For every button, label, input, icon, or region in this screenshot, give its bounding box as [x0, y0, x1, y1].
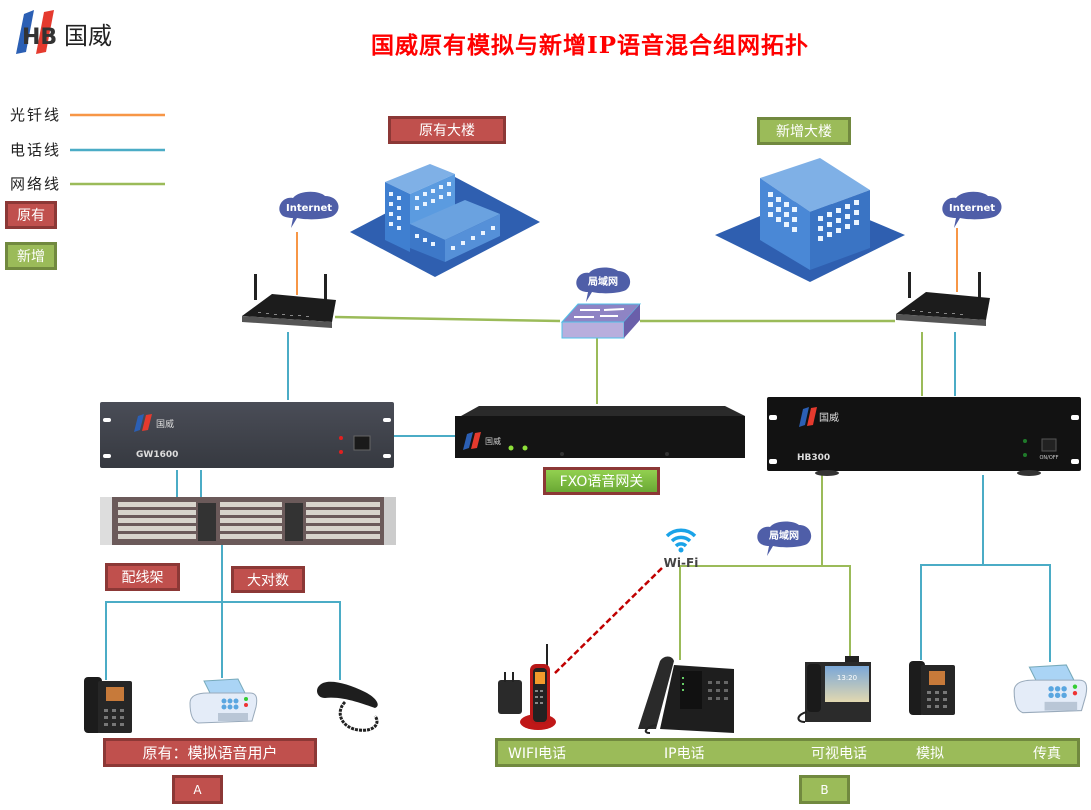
corded-handset-icon: [317, 681, 379, 732]
network-line-hb300-ip-phone: [679, 475, 823, 660]
legend-fiber-label: 光钎线: [10, 106, 62, 124]
wifi-icon: [665, 528, 697, 553]
lan-cloud-switch: 局域网: [576, 267, 631, 302]
internet-cloud-left: Internet: [279, 191, 339, 228]
patch-panel-icon: [100, 497, 396, 545]
gw1600-model-label: GW1600: [136, 450, 178, 460]
fxo-brand: 国威: [485, 436, 501, 446]
hb300-switch-label: ON/OFF: [1039, 455, 1058, 461]
fax-a-icon: [189, 678, 258, 724]
new-building-icon: [715, 158, 905, 282]
internet-cloud-right-label: Internet: [949, 203, 995, 214]
group-a-label: 原有：模拟语音用户: [103, 738, 317, 767]
lan-switch-icon: [560, 303, 642, 339]
hb-logo-icon: HB: [16, 10, 57, 54]
group-b-item-video-phone: 可视电话: [811, 745, 867, 762]
new-building-label: 新增大楼: [757, 117, 851, 145]
brand-logo: HB 国威: [14, 8, 124, 56]
lan-cloud-right-label: 局域网: [768, 529, 799, 542]
group-b-label-bar: WIFI电话 IP电话 可视电话 模拟 传真: [495, 738, 1080, 767]
phone-line-panel-handset-a: [222, 601, 341, 680]
page-title: 国威原有模拟与新增IP语音混合组网拓扑: [370, 32, 810, 59]
hb300-device: 国威 HB300 ON/OFF: [767, 397, 1081, 476]
group-b-item-analog: 模拟: [916, 745, 944, 762]
fxo-gateway-label: FXO语音网关: [543, 467, 660, 495]
patch-panel-label: 配线架: [105, 563, 180, 591]
legend-existing-tag: 原有: [5, 201, 57, 229]
video-phone-clock: 13:20: [837, 674, 857, 682]
lan-cloud-switch-label: 局域网: [587, 275, 618, 288]
phone-line-hb300-fax: [983, 564, 1051, 662]
network-line-hb300-video-phone: [822, 565, 851, 658]
ip-phone-b-icon: [638, 656, 734, 734]
wifi-phone-icon: [498, 644, 556, 730]
wifi-label: Wi-Fi: [663, 556, 699, 570]
router-right-icon: [896, 272, 990, 326]
group-b-item-ip-phone: IP电话: [664, 745, 705, 762]
legend-phone-label: 电话线: [10, 141, 62, 159]
ip-phone-a-icon: [84, 677, 132, 733]
existing-building-label: 原有大楼: [388, 116, 506, 144]
legend-new-tag: 新增: [5, 242, 57, 270]
trunk-cable-label: 大对数: [231, 566, 305, 593]
fax-b-icon: [1013, 664, 1088, 714]
wifi-wireless-link: [552, 567, 663, 676]
router-left-icon: [242, 274, 336, 328]
group-b-item-fax: 传真: [1033, 745, 1061, 762]
group-b-id: B: [799, 775, 850, 804]
hb300-power-switch[interactable]: [1041, 438, 1057, 452]
fxo-gateway-device: 国威: [455, 406, 745, 458]
legend-network-label: 网络线: [10, 175, 62, 193]
gw1600-brand: 国威: [156, 418, 174, 430]
group-b-item-wifi-phone: WIFI电话: [508, 745, 567, 762]
internet-cloud-right: Internet: [942, 191, 1002, 228]
gw1600-power-switch[interactable]: [353, 435, 371, 451]
hb300-model-label: HB300: [797, 453, 830, 463]
network-line-left-router-switch: [334, 315, 561, 323]
analog-phone-b-icon: [909, 661, 955, 715]
existing-building-icon: [350, 164, 540, 277]
phone-line-hb300-analog: [920, 475, 984, 660]
svg-text:HB: HB: [22, 25, 57, 50]
brand-name: 国威: [64, 22, 112, 50]
lan-cloud-right: 局域网: [757, 521, 812, 556]
internet-cloud-left-label: Internet: [286, 203, 332, 214]
gw1600-device: 国威 GW1600: [100, 402, 394, 468]
wifi-access-point: Wi-Fi: [661, 526, 701, 570]
group-a-id: A: [172, 775, 223, 804]
phone-line-panel-ip-phone-a: [105, 543, 223, 680]
video-phone-icon: 13:20: [797, 656, 871, 723]
hb300-brand: 国威: [819, 411, 839, 424]
